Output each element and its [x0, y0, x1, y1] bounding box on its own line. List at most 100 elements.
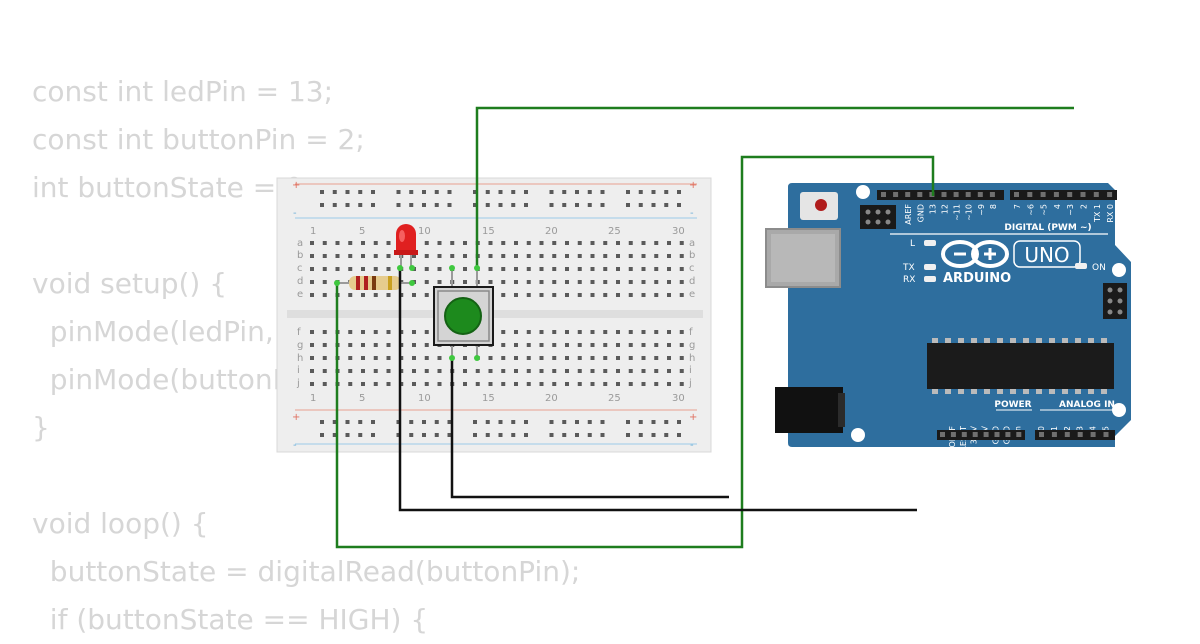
rail-hole[interactable] [396, 420, 401, 424]
pushbutton[interactable] [433, 268, 494, 358]
header-pin[interactable] [950, 432, 956, 437]
breadboard-hole[interactable] [654, 293, 659, 297]
breadboard-hole[interactable] [437, 280, 442, 284]
breadboard-hole[interactable] [348, 343, 353, 347]
rail-hole[interactable] [651, 420, 656, 424]
header-pin[interactable] [917, 192, 923, 197]
breadboard-hole[interactable] [437, 254, 442, 258]
breadboard-hole[interactable] [373, 254, 378, 258]
breadboard-hole[interactable] [488, 382, 493, 386]
breadboard-hole[interactable] [628, 267, 633, 271]
breadboard-hole[interactable] [577, 293, 582, 297]
breadboard-hole[interactable] [437, 241, 442, 245]
breadboard-hole[interactable] [590, 254, 595, 258]
rail-hole[interactable] [345, 433, 350, 437]
breadboard-hole[interactable] [628, 343, 633, 347]
breadboard-hole[interactable] [565, 330, 569, 334]
rail-hole[interactable] [473, 433, 477, 437]
breadboard-hole[interactable] [463, 369, 467, 373]
breadboard-hole[interactable] [667, 356, 671, 360]
breadboard-hole[interactable] [424, 280, 429, 284]
breadboard-hole[interactable] [373, 241, 378, 245]
breadboard-hole[interactable] [641, 280, 646, 284]
breadboard-hole[interactable] [565, 382, 569, 386]
rail-hole[interactable] [626, 203, 630, 207]
breadboard-hole[interactable] [641, 267, 646, 271]
breadboard-hole[interactable] [526, 356, 531, 360]
breadboard-hole[interactable] [463, 280, 467, 284]
breadboard[interactable]: + + + + - - - - 1 5 10 15 20 25 30 1 5 1… [276, 177, 712, 453]
breadboard-hole[interactable] [654, 343, 659, 347]
breadboard-hole[interactable] [667, 343, 671, 347]
header-pin[interactable] [1064, 432, 1070, 437]
rail-hole[interactable] [345, 420, 350, 424]
breadboard-hole[interactable] [577, 356, 582, 360]
breadboard-hole[interactable] [590, 369, 595, 373]
breadboard-hole[interactable] [679, 369, 684, 373]
breadboard-hole[interactable] [552, 330, 557, 334]
breadboard-hole[interactable] [514, 293, 518, 297]
rail-hole[interactable] [332, 203, 337, 207]
breadboard-hole[interactable] [361, 330, 365, 334]
breadboard-hole[interactable] [501, 280, 506, 284]
header-pin[interactable] [961, 432, 967, 437]
rail-hole[interactable] [575, 190, 579, 194]
breadboard-hole[interactable] [463, 254, 467, 258]
breadboard-hole[interactable] [616, 330, 620, 334]
breadboard-hole[interactable] [667, 254, 671, 258]
breadboard-hole[interactable] [488, 369, 493, 373]
header-pin[interactable] [953, 192, 959, 197]
rail-hole[interactable] [396, 203, 401, 207]
breadboard-hole[interactable] [577, 280, 582, 284]
rail-hole[interactable] [600, 433, 605, 437]
breadboard-hole[interactable] [654, 241, 659, 245]
breadboard-hole[interactable] [641, 241, 646, 245]
breadboard-hole[interactable] [603, 369, 608, 373]
breadboard-hole[interactable] [373, 382, 378, 386]
breadboard-hole[interactable] [348, 330, 353, 334]
breadboard-hole[interactable] [386, 330, 391, 334]
breadboard-hole[interactable] [539, 369, 544, 373]
breadboard-hole[interactable] [348, 267, 353, 271]
breadboard-hole[interactable] [335, 241, 340, 245]
rail-hole[interactable] [498, 190, 503, 194]
breadboard-hole[interactable] [310, 382, 314, 386]
digital-header-high[interactable] [1010, 190, 1117, 200]
rail-hole[interactable] [434, 433, 439, 437]
rail-hole[interactable] [447, 203, 452, 207]
breadboard-hole[interactable] [514, 330, 518, 334]
rail-hole[interactable] [575, 420, 579, 424]
rail-hole[interactable] [485, 433, 490, 437]
header-pin[interactable] [1090, 432, 1096, 437]
reset-button-cap[interactable] [815, 199, 827, 211]
breadboard-hole[interactable] [361, 382, 365, 386]
breadboard-hole[interactable] [310, 369, 314, 373]
header-pin[interactable] [1016, 432, 1022, 437]
breadboard-hole[interactable] [565, 267, 569, 271]
breadboard-hole[interactable] [386, 343, 391, 347]
breadboard-hole[interactable] [310, 241, 314, 245]
breadboard-hole[interactable] [386, 369, 391, 373]
breadboard-hole[interactable] [501, 254, 506, 258]
breadboard-hole[interactable] [501, 369, 506, 373]
breadboard-hole[interactable] [628, 280, 633, 284]
rail-hole[interactable] [371, 433, 375, 437]
breadboard-hole[interactable] [437, 382, 442, 386]
breadboard-hole[interactable] [361, 254, 365, 258]
breadboard-hole[interactable] [552, 267, 557, 271]
breadboard-hole[interactable] [361, 356, 365, 360]
breadboard-hole[interactable] [450, 241, 455, 245]
breadboard-hole[interactable] [679, 280, 684, 284]
breadboard-hole[interactable] [577, 343, 582, 347]
breadboard-hole[interactable] [603, 293, 608, 297]
rail-hole[interactable] [422, 433, 426, 437]
rail-hole[interactable] [549, 420, 554, 424]
breadboard-hole[interactable] [641, 254, 646, 258]
header-pin[interactable] [983, 432, 989, 437]
breadboard-hole[interactable] [501, 356, 506, 360]
rail-hole[interactable] [626, 190, 630, 194]
header-pin[interactable] [941, 192, 947, 197]
breadboard-hole[interactable] [310, 356, 314, 360]
rail-hole[interactable] [320, 203, 324, 207]
breadboard-hole[interactable] [565, 293, 569, 297]
